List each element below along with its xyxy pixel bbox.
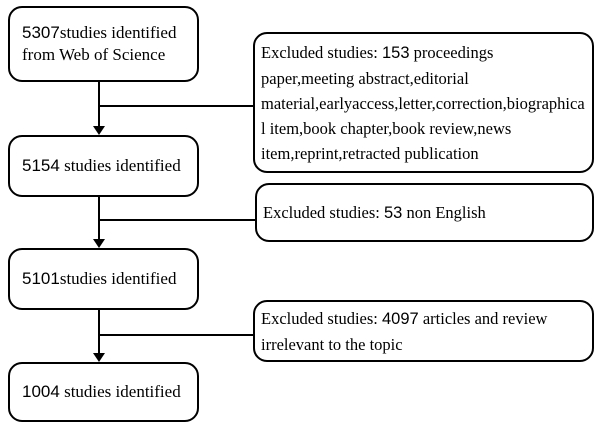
study-label: studies identified from Web of Science (22, 22, 177, 64)
study-count: 1004 (22, 381, 60, 401)
flow-box-after-language-exclusion: 5101studies identified (8, 248, 199, 310)
excluded-detail: proceedings paper,meeting abstract,edito… (261, 42, 585, 163)
flow-box-final-included: 1004 studies identified (8, 362, 199, 422)
excluded-box-text: Excluded studies: 4097 articles and revi… (261, 306, 586, 357)
excluded-box-irrelevant: Excluded studies: 4097 articles and revi… (253, 300, 594, 362)
flow-box-after-doc-type-exclusion: 5154 studies identified (8, 135, 199, 197)
arrow-down-icon (93, 353, 105, 362)
excluded-count: 4097 (381, 309, 419, 328)
excluded-box-doc-types: Excluded studies: 153 proceedings paper,… (253, 32, 594, 173)
study-count: 5154 (22, 155, 60, 175)
connector-branch-1 (99, 105, 253, 107)
excluded-box-non-english: Excluded studies: 53 non English (255, 183, 594, 242)
arrow-down-icon (93, 126, 105, 135)
excluded-detail: non English (402, 202, 486, 222)
excluded-count: 53 (383, 203, 403, 222)
connector-branch-3 (99, 334, 253, 336)
study-count: 5307 (22, 22, 60, 42)
flow-box-text: 5307studies identified from Web of Scien… (22, 22, 191, 67)
excluded-label: Excluded studies: (261, 42, 382, 62)
connector-line-3 (98, 310, 100, 355)
flow-box-text: 1004 studies identified (22, 381, 191, 403)
study-label: studies identified (59, 268, 177, 288)
flow-box-text: 5154 studies identified (22, 155, 191, 177)
study-label: studies identified (59, 155, 181, 175)
excluded-count: 153 (381, 43, 410, 62)
study-count: 5101 (22, 268, 60, 288)
excluded-box-text: Excluded studies: 53 non English (263, 200, 586, 226)
flow-box-text: 5101studies identified (22, 268, 191, 290)
excluded-label: Excluded studies: (261, 308, 382, 328)
study-label: studies identified (59, 381, 181, 401)
excluded-box-text: Excluded studies: 153 proceedings paper,… (261, 40, 586, 166)
connector-branch-2 (99, 219, 255, 221)
flow-box-identified-web-of-science: 5307studies identified from Web of Scien… (8, 6, 199, 82)
arrow-down-icon (93, 239, 105, 248)
excluded-label: Excluded studies: (263, 202, 384, 222)
excluded-detail: articles and review irrelevant to the to… (261, 308, 548, 354)
